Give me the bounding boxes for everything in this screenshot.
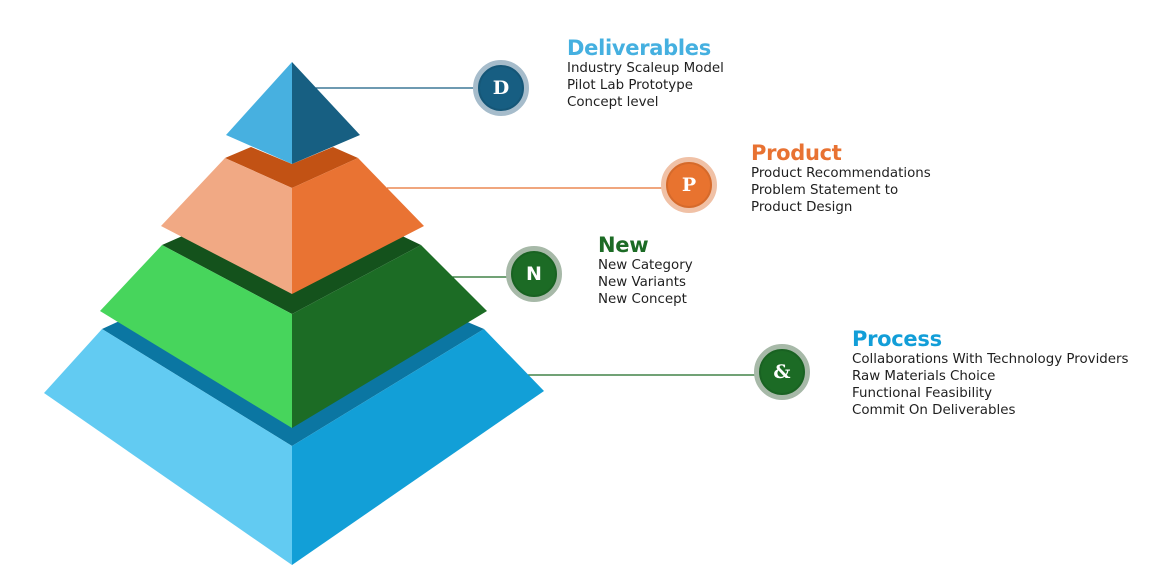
tier-item-list: Product Recommendations Problem Statemen… (751, 165, 931, 216)
pyramid-tier-product-band (225, 147, 358, 188)
list-item: Product Recommendations (751, 166, 931, 181)
tier-item-list: Collaborations With Technology Providers… (852, 351, 1129, 419)
tier-title: Process (852, 327, 942, 351)
badge-letter: N (526, 263, 542, 285)
tier-block-new: New New Category New Variants New Concep… (598, 233, 693, 308)
tier-block-product: Product Product Recommendations Problem … (751, 141, 931, 216)
tier-title: Product (751, 141, 842, 165)
pyramid-tier-new-left (100, 245, 292, 428)
badge-letter: & (773, 361, 791, 383)
tier-block-process: Process Collaborations With Technology P… (852, 327, 1129, 419)
list-item: New Variants (598, 275, 686, 290)
pyramid-tier-product-right (292, 158, 424, 294)
list-item: Raw Materials Choice (852, 369, 996, 384)
list-item: Commit On Deliverables (852, 403, 1016, 418)
pyramid-tier-new-right (292, 245, 487, 428)
list-item: Functional Feasibility (852, 386, 993, 401)
list-item: New Category (598, 258, 693, 273)
list-item: Pilot Lab Prototype (567, 78, 693, 93)
pyramid-tier-deliverables-left (226, 62, 292, 164)
list-item: Industry Scaleup Model (567, 61, 724, 76)
pyramid-tier-new-band (162, 234, 421, 314)
list-item: Collaborations With Technology Providers (852, 352, 1129, 367)
list-item: New Concept (598, 292, 687, 307)
tier-block-deliverables: Deliverables Industry Scaleup Model Pilo… (567, 36, 724, 111)
badge-process: & (754, 344, 810, 400)
tier-title: New (598, 233, 649, 257)
list-item: Product Design (751, 200, 853, 215)
pyramid-tier-product-left (161, 158, 292, 294)
tier-item-list: Industry Scaleup Model Pilot Lab Prototy… (567, 60, 724, 111)
pyramid-tier-deliverables-right (292, 62, 360, 164)
pyramid-tier-process-right (292, 329, 544, 565)
tier-item-list: New Category New Variants New Concept (598, 257, 693, 308)
badge-letter: D (492, 77, 510, 99)
list-item: Concept level (567, 95, 659, 110)
badge-letter: P (681, 174, 697, 196)
pyramid-tier-process-left (44, 329, 292, 565)
badge-new: N (506, 246, 562, 302)
badge-deliverables: D (473, 60, 529, 116)
tier-title: Deliverables (567, 36, 711, 60)
list-item: Problem Statement to (751, 183, 899, 198)
badge-product: P (661, 157, 717, 213)
